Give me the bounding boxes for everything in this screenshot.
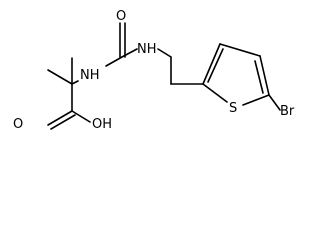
bond-c-nh-left (71, 80, 79, 85)
bond-ring-s-c2 (202, 83, 228, 103)
bond-carbonyl-nh-right (121, 48, 138, 58)
bond-methyl-left (47, 69, 73, 85)
structure-canvas: O NH NH O OH S Br (13, 9, 295, 132)
urea-nh-right-label: NH (137, 42, 157, 57)
bromine-label: Br (280, 104, 295, 119)
bonds (47, 22, 281, 130)
bond-acid-oh (71, 110, 91, 123)
bond-ring-c2-c3 (202, 43, 221, 85)
acid-oxygen-label: O (13, 117, 23, 132)
bond-acid-o-2 (50, 114, 76, 130)
molecule-drawing: O NH NH O OH S Br (13, 9, 295, 132)
bond-ring-c3-c4 (219, 43, 261, 57)
atom-labels: O NH NH O OH S Br (13, 9, 295, 132)
bond-c5-br (268, 94, 281, 111)
bond-ring-c5-s (242, 94, 270, 106)
acid-hydroxyl-label: OH (92, 117, 112, 132)
bond-acid-o-1 (47, 110, 73, 126)
bond-nh-left-carbonyl (105, 56, 123, 67)
bond-nh-right-ch2 (157, 48, 172, 58)
bond-ring-c4-c5 (259, 55, 270, 96)
bond-ring-c2-c3-inner (207, 48, 224, 83)
bond-ring-c4-c5-inner (254, 60, 264, 94)
thiophene-sulfur-label: S (229, 101, 237, 116)
urea-nh-left-label: NH (80, 68, 100, 83)
carbonyl-oxygen-label: O (116, 9, 126, 24)
